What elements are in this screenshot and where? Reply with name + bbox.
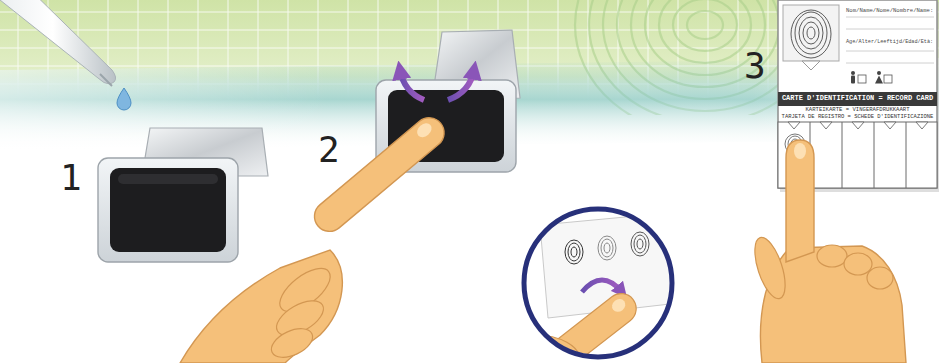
age-field: Age/Alter/Leeftijd/Edad/Età: <box>846 40 933 46</box>
callout-number: 3 <box>744 48 766 84</box>
record-card: Nom/Name/Nome/Nombre/Name: Age/Alter/Leef… <box>778 0 937 188</box>
callout-number: 1 <box>60 160 82 196</box>
name-field: Nom/Name/Nome/Nombre/Name: <box>846 8 933 14</box>
card-title: CARTE D'IDENTIFICATION = RECORD CARD <box>782 94 933 102</box>
card-subtitle: KARTEIKARTE = VINGERAFDRUKKAART <box>805 107 909 113</box>
card-subtitle: TARJETA DE REGISTRO = SCHEDE D'IDENTIFIC… <box>782 114 934 120</box>
callout-number: 2 <box>318 132 340 168</box>
